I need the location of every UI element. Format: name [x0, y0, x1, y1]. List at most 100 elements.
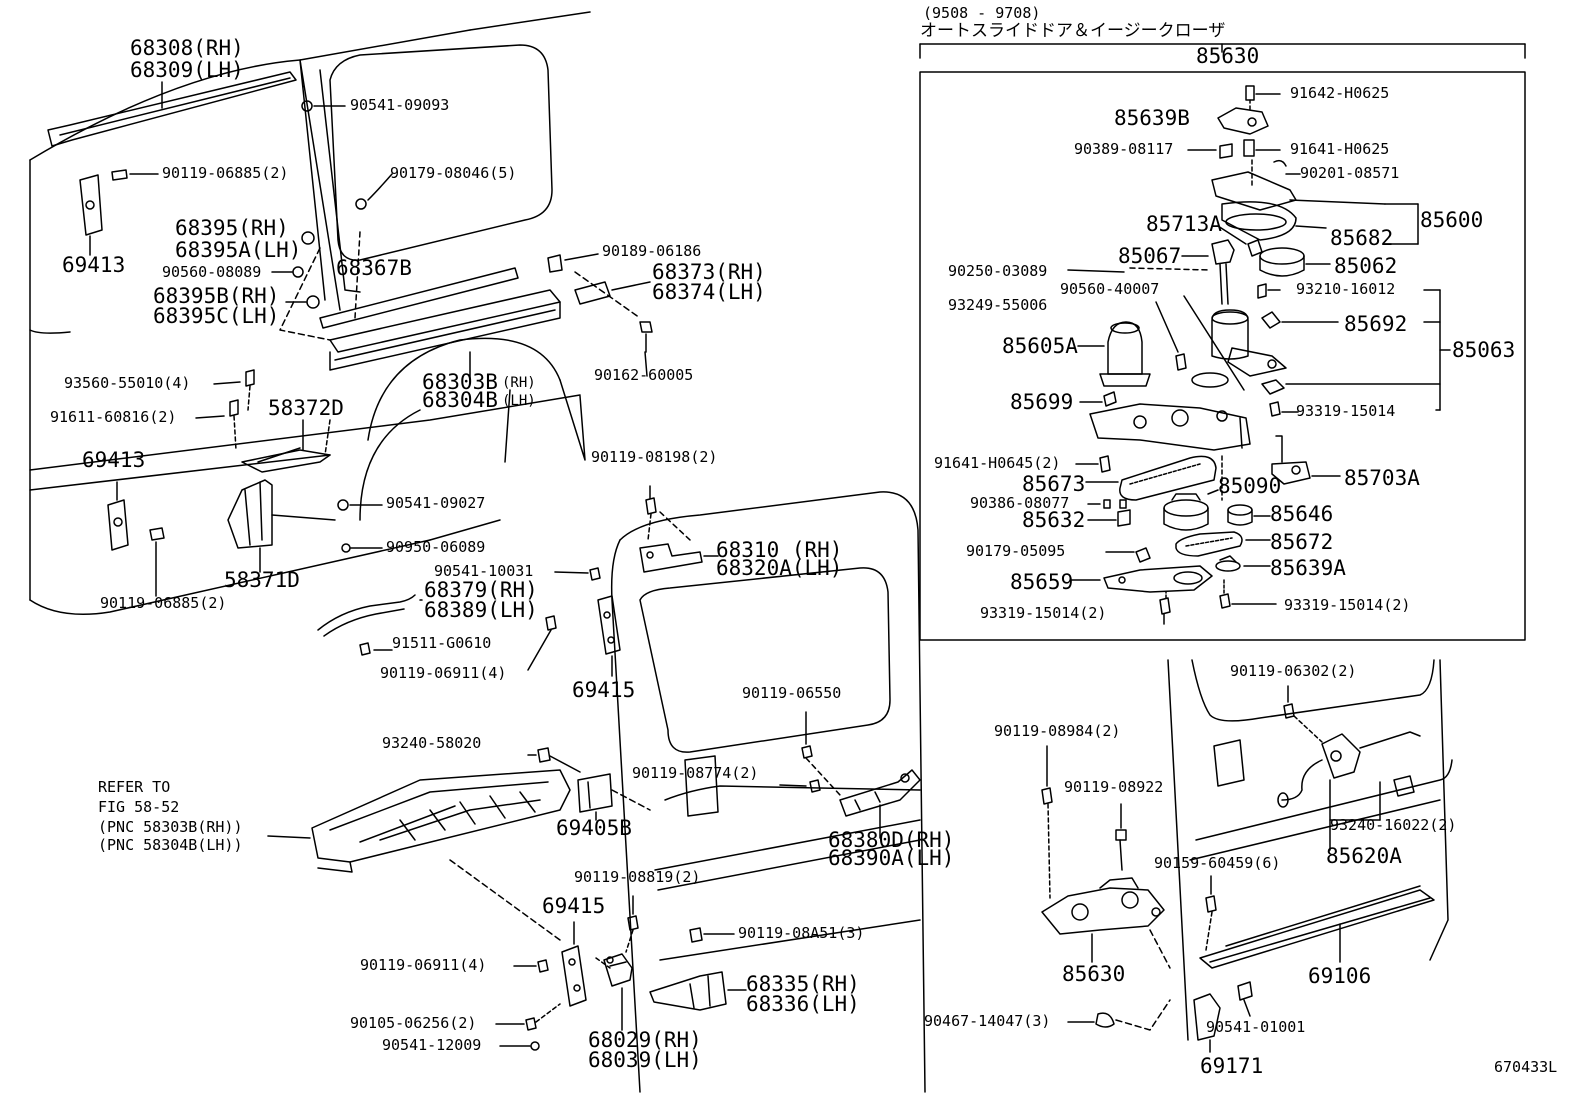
model-range: (9508 - 9708)	[923, 4, 1041, 22]
rear-body-section	[1168, 660, 1452, 1040]
reference-note: (PNC 58303B(RH))	[98, 818, 243, 836]
part-label: 58371D	[224, 568, 300, 592]
part-label: 68395C(LH)	[153, 304, 280, 328]
door-bracket-69415-upper	[598, 596, 620, 654]
part-label: 93249-55006	[948, 296, 1048, 314]
part-label: 91641-H0625	[1290, 140, 1390, 158]
part-label: 90119-08A51(3)	[738, 924, 865, 942]
center-hinge-68380D	[840, 770, 920, 816]
part-label: 91642-H0625	[1290, 84, 1390, 102]
wheel-arch	[360, 338, 585, 520]
part-label: 85600	[1420, 208, 1484, 232]
part-85703A	[1272, 436, 1310, 484]
part-label: 90119-08984(2)	[994, 722, 1121, 740]
part-label: 90119-06911(4)	[360, 956, 487, 974]
part-label: 85632	[1022, 508, 1086, 532]
part-label: 68395(RH)	[175, 216, 289, 240]
reference-note: REFER TO	[98, 778, 171, 796]
part-label: 90119-06885(2)	[100, 594, 227, 612]
part-label: 90162-60005	[594, 366, 694, 384]
part-label: 90119-06302(2)	[1230, 662, 1357, 680]
part-label: 90560-40007	[1060, 280, 1160, 298]
part-label: 90389-08117	[1074, 140, 1174, 158]
part-label: 90201-08571	[1300, 164, 1400, 182]
part-label: 93240-16022(2)	[1330, 816, 1457, 834]
part-label: 68395A(LH)	[175, 238, 302, 262]
part-label: 85067	[1118, 244, 1182, 268]
part-label: 68309(LH)	[130, 58, 244, 82]
part-label: 68029(RH)	[588, 1028, 702, 1052]
part-85639B	[1218, 108, 1268, 134]
part-label: (RH)	[502, 375, 536, 391]
part-85646	[1228, 505, 1252, 525]
lower-roller-68335	[650, 972, 726, 1010]
part-label: 68320A(LH)	[716, 556, 843, 580]
bracket-69405B	[578, 774, 612, 812]
assembly-frame	[920, 44, 1525, 640]
part-label: 85703A	[1344, 466, 1420, 490]
part-label: 90950-06089	[386, 538, 486, 556]
reference-note: FIG 58-52	[98, 798, 180, 816]
part-label: 85692	[1344, 312, 1408, 336]
body-side-panel	[30, 12, 590, 614]
belt-moulding-strip	[320, 268, 560, 370]
part-label: 85630	[1062, 962, 1126, 986]
part-label: 68039(LH)	[588, 1048, 702, 1072]
gear-85090	[1164, 494, 1208, 530]
part-label: 90386-08077	[970, 494, 1070, 512]
part-label: 90105-06256(2)	[350, 1014, 477, 1032]
part-label: 68367B	[336, 256, 412, 280]
part-label: 90119-06885(2)	[162, 164, 289, 182]
part-label: 68310 (RH)	[716, 538, 843, 562]
part-85692	[1212, 310, 1248, 359]
rail-69106	[1200, 886, 1434, 968]
bracket-69171	[1194, 994, 1220, 1040]
part-label: 85605A	[1002, 334, 1078, 358]
part-85063	[1228, 348, 1286, 376]
sliding-door-outline	[612, 492, 925, 1092]
part-label: 85062	[1334, 254, 1398, 278]
part-label: 85682	[1330, 226, 1394, 250]
part-label: 90250-03089	[948, 262, 1048, 280]
part-label: 85673	[1022, 472, 1086, 496]
part-label: 90541-01001	[1206, 1018, 1306, 1036]
bracket-58371D	[228, 480, 272, 548]
part-label: 68336(LH)	[746, 992, 860, 1016]
reference-note: (PNC 58304B(LH))	[98, 836, 243, 854]
door-bracket-69415-lower	[562, 946, 586, 1006]
part-label: 90119-06550	[742, 684, 842, 702]
striker-bracket-upper	[80, 175, 102, 235]
part-label: 93210-16012	[1296, 280, 1396, 298]
part-label: 68304B	[422, 388, 498, 412]
lower-hinge-68029	[604, 954, 632, 986]
part-label: 90119-08819(2)	[574, 868, 701, 886]
part-label: 69405B	[556, 816, 632, 840]
part-label: 93319-15014	[1296, 402, 1396, 420]
bracket-58372D	[242, 448, 330, 472]
part-85639A	[1216, 556, 1240, 571]
part-label: 68373(RH)	[652, 260, 766, 284]
part-label: 93319-15014(2)	[1284, 596, 1411, 614]
part-label: (LH)	[502, 393, 536, 409]
part-label: 90119-08922	[1064, 778, 1164, 796]
assembly-number: 85630	[1196, 44, 1260, 68]
part-label: 85672	[1270, 530, 1334, 554]
part-label: 68390A(LH)	[828, 846, 955, 870]
assembly-title: オートスライドドア＆イージークローザ	[920, 21, 1226, 41]
part-label: 93319-15014(2)	[980, 604, 1107, 622]
part-label: 91511-G0610	[392, 634, 492, 652]
part-label: 90541-09027	[386, 494, 486, 512]
part-label: 90119-08774(2)	[632, 764, 759, 782]
part-label: 58372D	[268, 396, 344, 420]
roof-rail-part	[48, 72, 296, 146]
part-label: 90119-06911(4)	[380, 664, 507, 682]
part-label: 68389(LH)	[424, 598, 538, 622]
part-label: 90560-08089	[162, 263, 262, 281]
part-label: 85639B	[1114, 106, 1190, 130]
part-85605A	[1100, 322, 1150, 386]
part-label: 68380D(RH)	[828, 828, 955, 852]
part-85672	[1176, 532, 1242, 556]
base-plate	[1090, 373, 1250, 450]
